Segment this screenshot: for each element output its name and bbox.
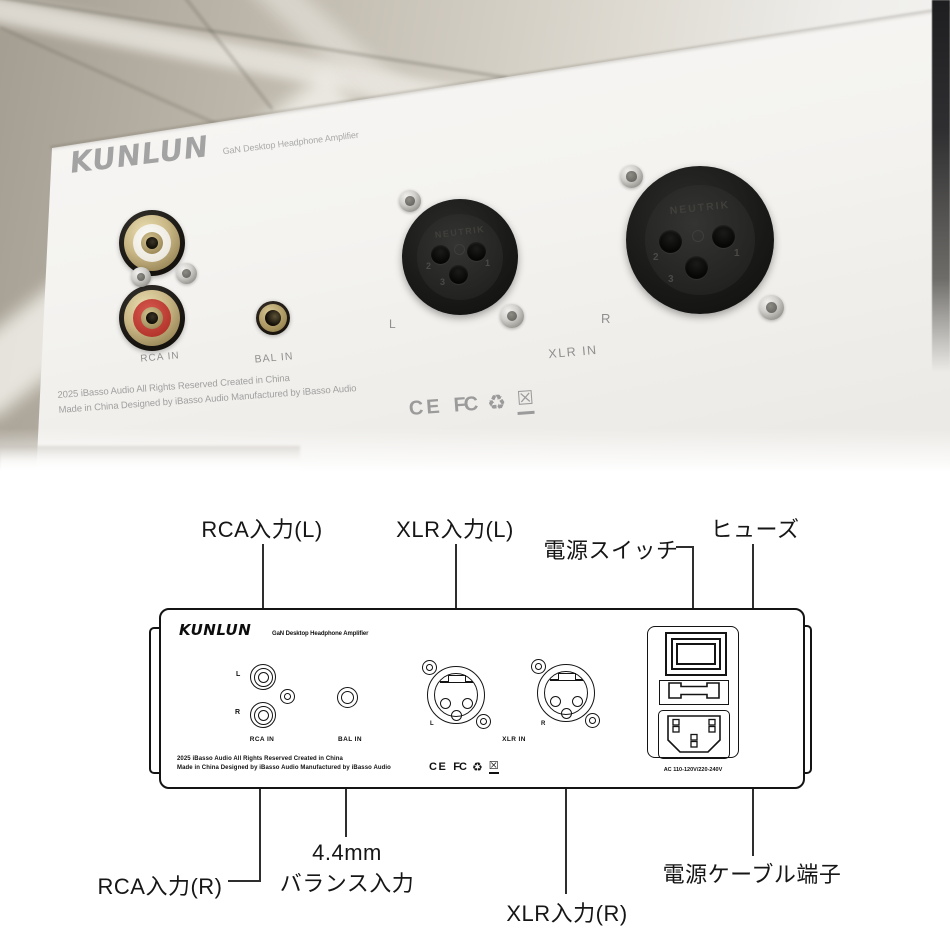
xlr-pin-3	[685, 256, 708, 279]
screw-icon	[131, 267, 151, 287]
diagram-bal-jack	[337, 687, 358, 708]
ce-mark-icon: CE	[408, 395, 444, 420]
ac-rating-label: AC 110-120V/220-240V	[663, 767, 723, 773]
power-switch	[665, 632, 727, 676]
callout-line	[259, 756, 261, 882]
diagram-xlr-left	[427, 666, 485, 724]
callout-line	[565, 747, 567, 894]
diagram-xlr-in-label: XLR IN	[502, 736, 526, 743]
xlr-pin-number: 2	[653, 252, 659, 263]
xlr-center-logo	[454, 244, 465, 255]
callout-label-rca-r: RCA入力(R)	[97, 874, 223, 899]
channel-right-label: R	[601, 311, 611, 326]
callout-line	[345, 757, 347, 837]
weee-icon: ☒	[488, 760, 499, 774]
channel-left-label: L	[389, 317, 396, 331]
screw-icon	[500, 304, 524, 328]
background-dark-strip	[932, 0, 950, 372]
callout-line	[676, 546, 694, 548]
callout-line	[228, 880, 261, 882]
screw-icon	[399, 190, 421, 212]
chassis-tab-right	[801, 625, 812, 774]
diagram-rca-right-label: R	[235, 709, 241, 716]
xlr-center-logo	[692, 230, 704, 242]
rca-jack-white	[119, 210, 185, 276]
power-module	[647, 626, 739, 758]
fcc-mark-icon: FC	[453, 760, 467, 773]
chassis-tab-left	[149, 627, 161, 774]
iec-c14-icon	[667, 715, 721, 753]
product-photo: KUNLUN GaN Desktop Headphone Amplifier R…	[0, 0, 950, 478]
xlr-connector-right: NEUTRIK 2 1 3	[626, 166, 774, 314]
power-inlet	[658, 710, 730, 759]
screw-icon	[759, 295, 784, 320]
callout-label-xlr-l: XLR入力(L)	[396, 517, 514, 542]
screw-icon	[176, 263, 197, 284]
recycle-icon: ♻	[471, 759, 483, 774]
diagram-screw-icon	[280, 689, 295, 704]
diagram-tagline: GaN Desktop Headphone Amplifier	[272, 631, 369, 637]
xlr-pin-number: 1	[485, 258, 491, 268]
ce-mark-icon: CE	[429, 760, 448, 773]
callout-line	[455, 544, 457, 643]
diagram-bal-in-label: BAL IN	[338, 736, 362, 743]
bal-hole	[265, 310, 281, 326]
diagram-screw-icon	[531, 659, 546, 674]
diagram-kunlun-logo: KUNLUN	[179, 621, 252, 639]
xlr-pin-3	[449, 265, 468, 284]
diagram-xlr-right-label: R	[541, 721, 546, 727]
diagram-copyright-line-2: Made in China Designed by iBasso Audio M…	[177, 765, 391, 771]
rca-jack-red	[119, 285, 185, 351]
callout-line	[262, 544, 264, 646]
callout-label-rca-l: RCA入力(L)	[201, 517, 323, 542]
diagram-xlr-left-label: L	[430, 721, 434, 727]
fuse-holder	[659, 680, 729, 705]
callout-line	[752, 729, 754, 856]
callout-label-bal-line2: バランス入力	[279, 871, 415, 896]
diagram-certification-marks: CE FC ♻ ☒	[429, 759, 499, 774]
fuse-drawer-icon	[668, 682, 720, 699]
diagram-xlr-right	[537, 664, 595, 722]
xlr-connector-left: NEUTRIK 2 1 3	[402, 199, 518, 315]
xlr-pin-number: 3	[668, 274, 674, 285]
diagram-rca-jack-left	[250, 664, 276, 690]
diagram-rca-in-label: RCA IN	[249, 736, 275, 743]
bal-jack	[256, 301, 290, 335]
screw-icon	[620, 165, 643, 188]
xlr-pin-number: 3	[440, 277, 446, 287]
xlr-pin-number: 1	[734, 248, 740, 259]
weee-icon: ☒	[516, 386, 535, 415]
xlr-pin-1	[712, 225, 735, 248]
diagram-copyright-line-1: 2025 iBasso Audio All Rights Reserved Cr…	[177, 756, 343, 762]
recycle-icon: ♻	[486, 390, 507, 416]
callout-label-power-inlet: 電源ケーブル端子	[662, 862, 842, 887]
callout-label-xlr-r: XLR入力(R)	[506, 901, 628, 926]
xlr-pin-1	[467, 242, 486, 261]
diagram-screw-icon	[422, 660, 437, 675]
diagram-screw-icon	[476, 714, 491, 729]
callout-line	[692, 546, 694, 621]
photo-bottom-fade	[0, 428, 950, 478]
rca-center-hole	[146, 237, 158, 249]
diagram-screw-icon	[585, 713, 600, 728]
callout-label-bal-line1: 4.4mm	[312, 840, 382, 865]
fcc-mark-icon: FC	[452, 393, 478, 417]
callout-label-power-switch: 電源スイッチ	[543, 538, 679, 563]
diagram-rca-jack-right	[250, 702, 276, 728]
xlr-pin-2	[431, 245, 450, 264]
xlr-pin-number: 2	[426, 261, 432, 271]
callout-label-fuse: ヒューズ	[710, 517, 800, 542]
rca-center-hole	[146, 312, 158, 324]
diagram-rca-left-label: L	[236, 671, 241, 678]
xlr-pin-2	[659, 230, 682, 253]
